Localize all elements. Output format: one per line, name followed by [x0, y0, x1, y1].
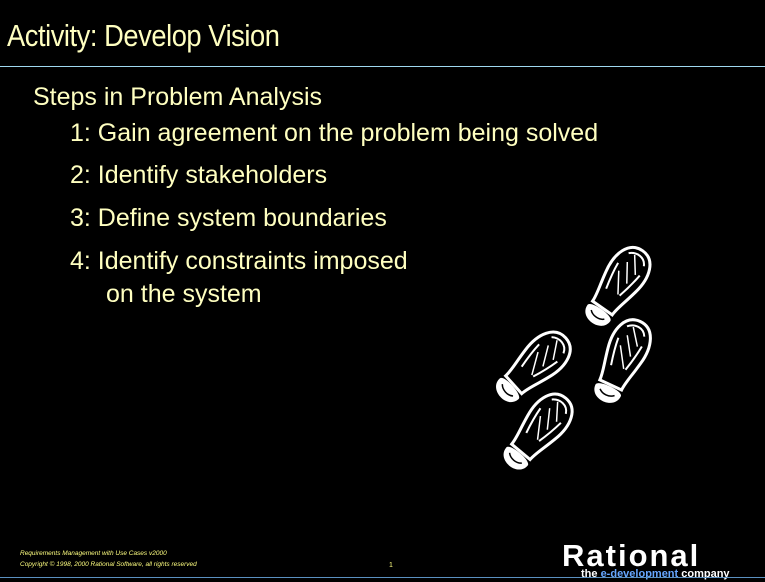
section-heading: Steps in Problem Analysis	[33, 83, 323, 111]
footer-copyright: Copyright © 1998, 2000 Rational Software…	[20, 561, 197, 568]
rational-logo: Rational the e-development company	[530, 538, 765, 582]
footer-course: Requirements Management with Use Cases v…	[20, 550, 167, 557]
footprint-top	[574, 238, 660, 336]
step-3: 3: Define system boundaries	[70, 204, 387, 232]
footprint-mid-right	[584, 311, 660, 411]
slide-title: Activity: Develop Vision	[7, 18, 280, 53]
footprints-icon	[485, 238, 660, 475]
logo-name: Rational	[562, 538, 701, 573]
step-4: 4: Identify constraints imposed	[70, 247, 408, 275]
step-4-continuation: on the system	[106, 280, 262, 308]
title-divider	[0, 66, 765, 67]
page-number: 1	[389, 562, 393, 569]
step-2: 2: Identify stakeholders	[70, 161, 328, 189]
step-1: 1: Gain agreement on the problem being s…	[70, 119, 599, 147]
logo-tagline: the e-development company	[581, 568, 730, 580]
bottom-divider	[0, 577, 765, 578]
